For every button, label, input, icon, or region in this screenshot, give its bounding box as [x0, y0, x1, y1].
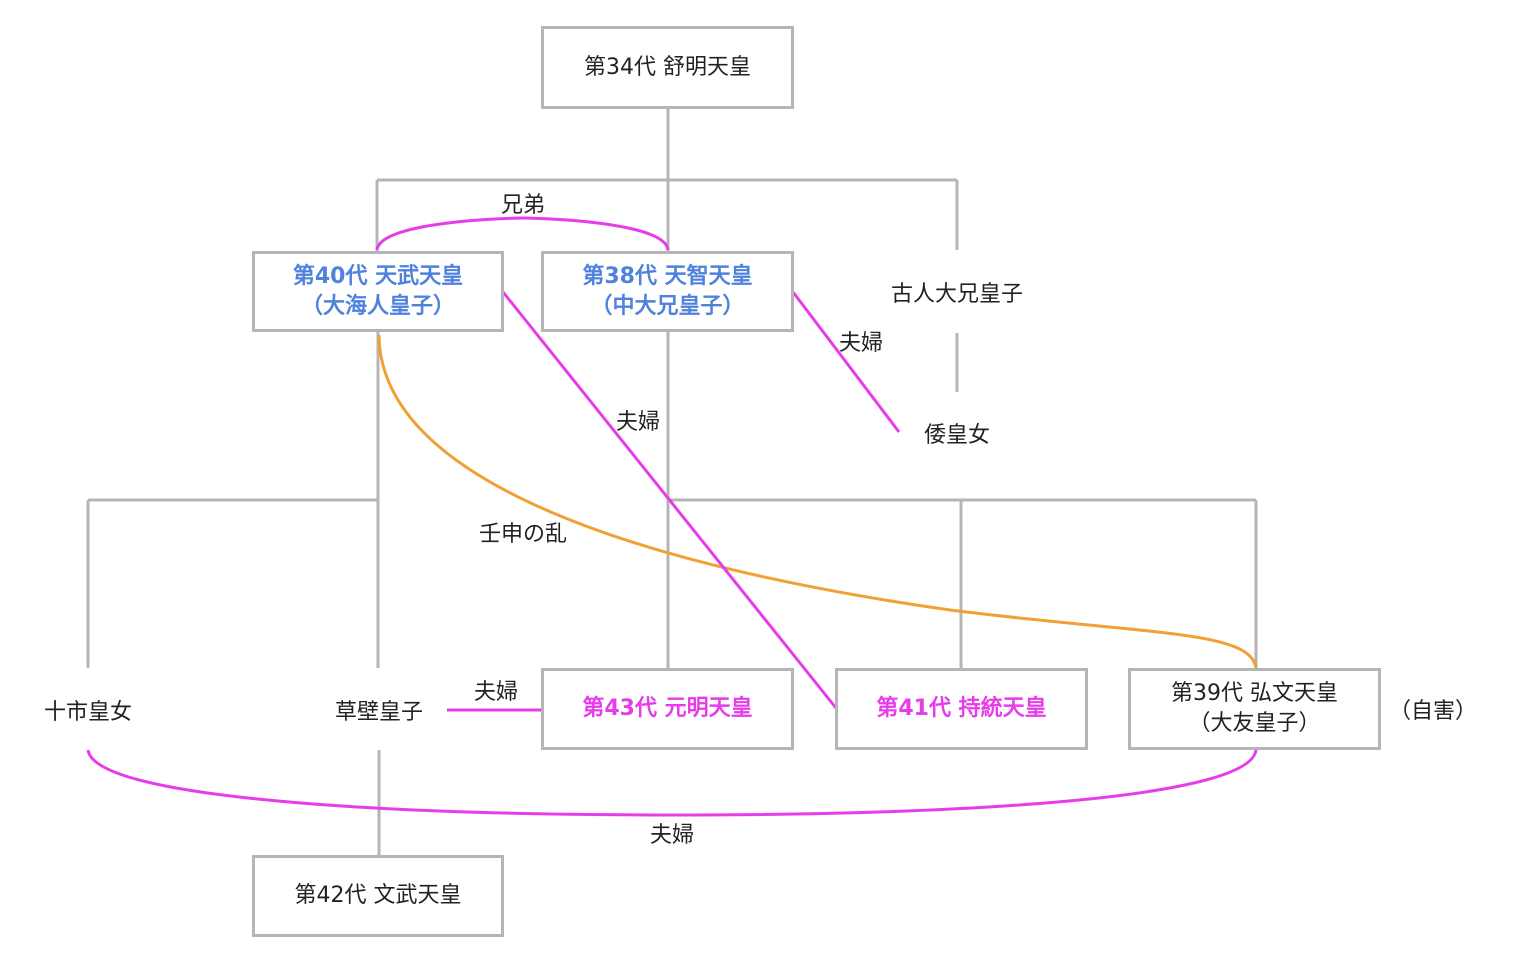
node-kusakabe: 草壁皇子 — [334, 700, 424, 725]
marriage-tenji-yamato — [791, 291, 901, 433]
node-jomei: 第34代 舒明天皇 — [541, 26, 794, 109]
node-tochi: 十市皇女 — [43, 700, 133, 725]
node-label: 第43代 元明天皇 — [582, 696, 753, 721]
label-couple: 夫婦 — [649, 823, 695, 848]
node-label: 第40代 天武天皇 — [292, 263, 464, 289]
label-couple: 夫婦 — [838, 331, 884, 356]
line-tenmu-children — [86, 331, 380, 668]
node-label: 第38代 天智天皇 — [582, 263, 753, 289]
label-couple: 夫婦 — [473, 680, 519, 705]
node-tenji: 第38代 天智天皇 （中大兄皇子） — [541, 251, 794, 332]
node-tenmu: 第40代 天武天皇 （大海人皇子） — [252, 251, 504, 332]
node-label: 第42代 文武天皇 — [294, 883, 462, 908]
node-sublabel: （大海人皇子） — [300, 293, 455, 319]
node-sublabel: （大友皇子） — [1188, 711, 1321, 736]
marriage-tochi-kobun — [86, 749, 1258, 817]
label-jinshin-war: 壬申の乱 — [478, 522, 568, 547]
node-monmu: 第42代 文武天皇 — [252, 855, 504, 937]
marriage-tenmu-jito — [501, 291, 838, 709]
label-brothers: 兄弟 — [500, 193, 546, 218]
line-tenji-children — [666, 331, 1258, 668]
node-jito: 第41代 持統天皇 — [835, 668, 1088, 750]
node-yamato: 倭皇女 — [923, 423, 991, 448]
node-label: 第39代 弘文天皇 — [1171, 681, 1338, 706]
node-label: 第34代 舒明天皇 — [584, 54, 751, 80]
brothers-arc — [375, 216, 670, 251]
node-genmei: 第43代 元明天皇 — [541, 668, 794, 750]
line-jomei-children — [375, 108, 959, 252]
war-curve — [377, 334, 1258, 669]
node-sublabel: （中大兄皇子） — [590, 293, 745, 319]
label-couple: 夫婦 — [615, 410, 661, 435]
node-label: 第41代 持統天皇 — [876, 696, 1047, 721]
node-kobun: 第39代 弘文天皇 （大友皇子） — [1128, 668, 1381, 750]
kobun-note: （自害） — [1388, 699, 1478, 724]
node-furuhito: 古人大兄皇子 — [890, 282, 1024, 307]
